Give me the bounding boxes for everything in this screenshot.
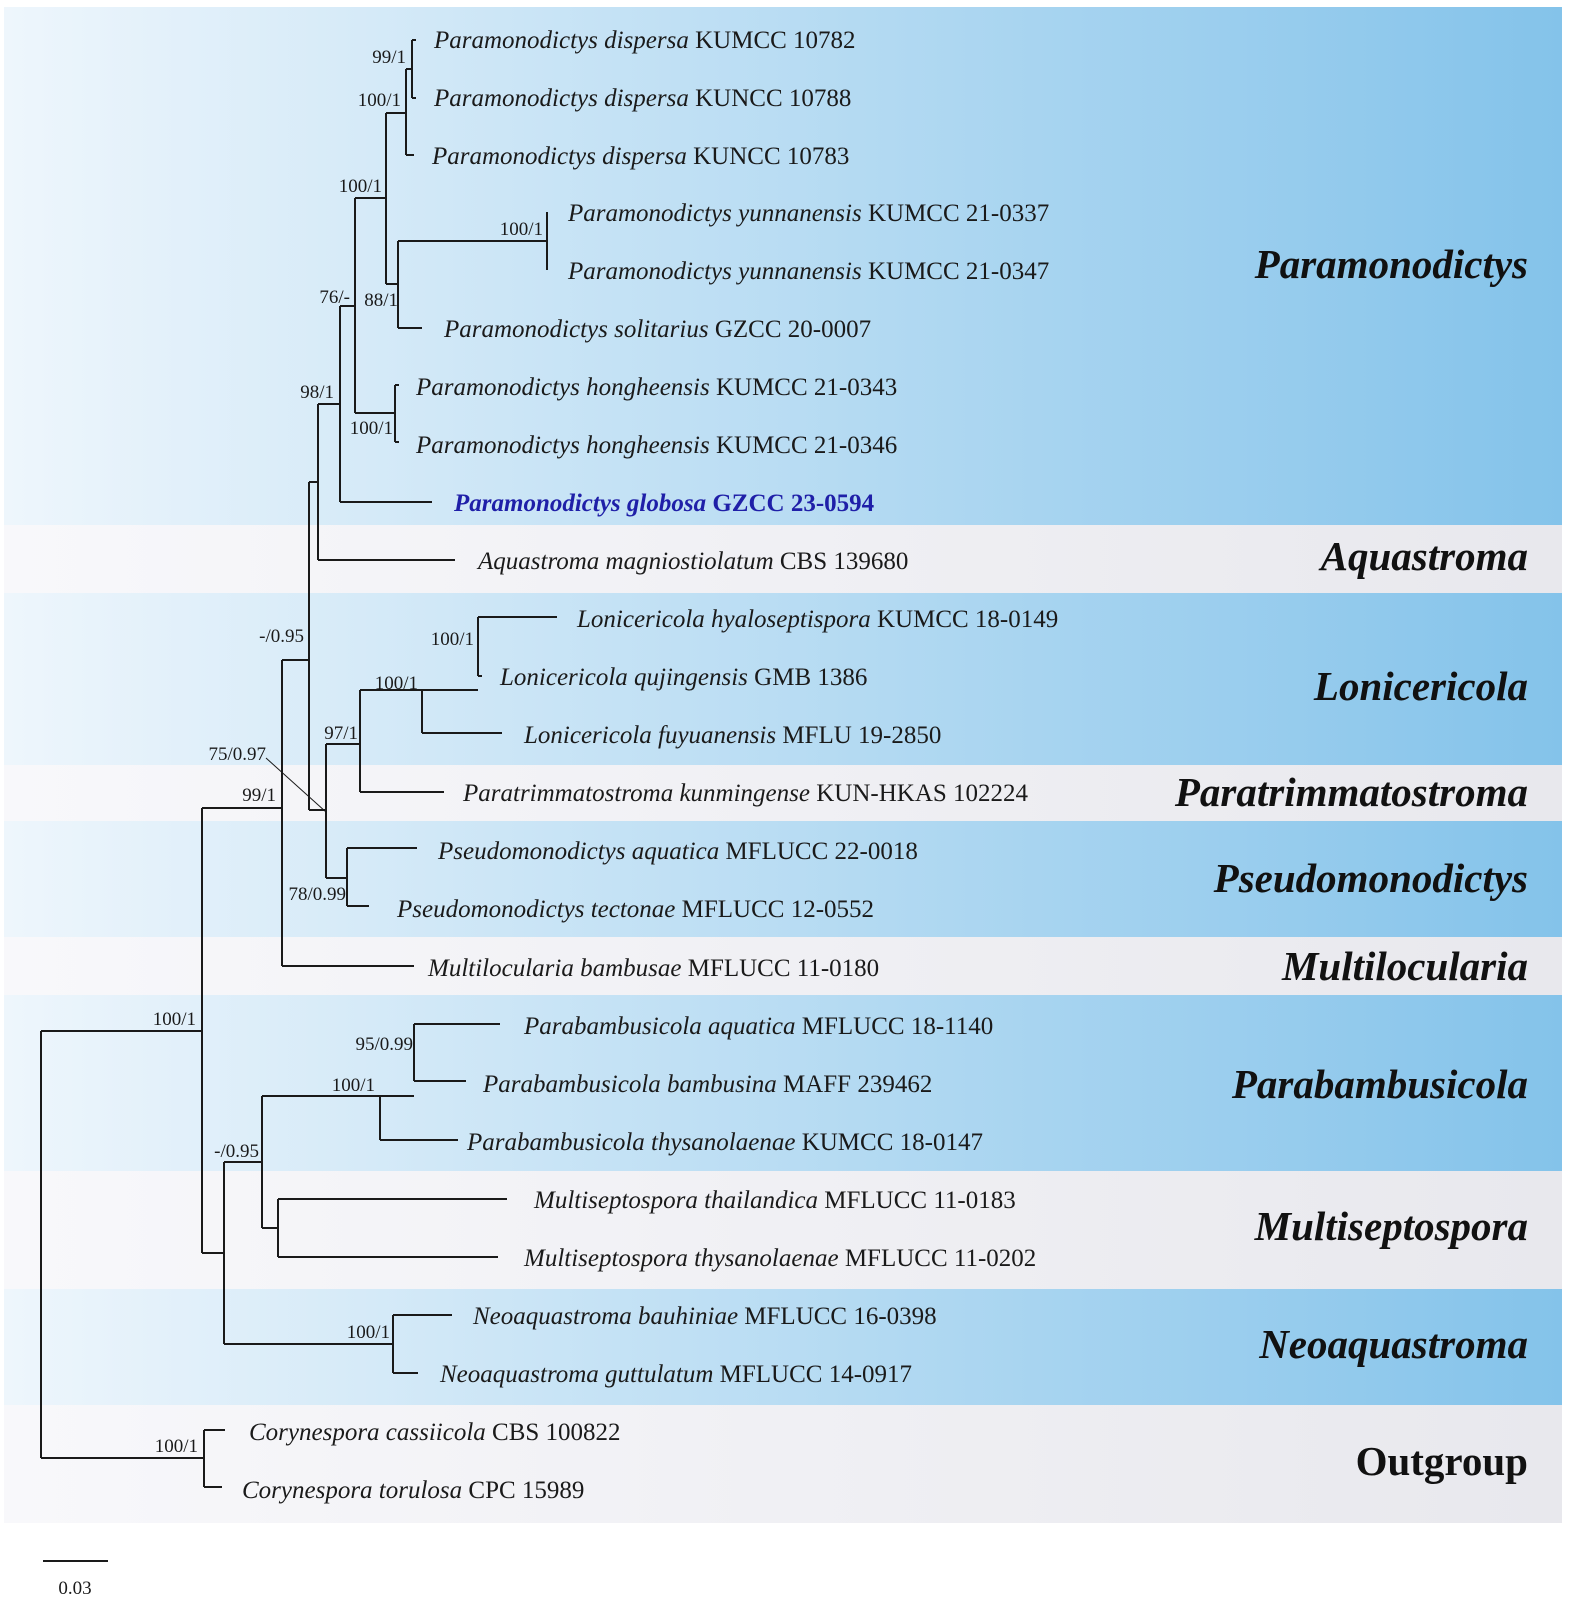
band-aquastroma [4,525,1562,593]
support-value: 98/1 [300,382,334,403]
band-pseudomonodictys [4,821,1562,937]
clade-label-aquastroma: Aquastroma [1318,533,1528,579]
band-paratrimmatostroma [4,765,1562,821]
taxon-label-highlighted: Paramonodictys globosa GZCC 23-0594 [453,490,875,517]
scale-bar-label: 0.03 [58,1578,91,1599]
support-value: 95/0.99 [355,1034,413,1055]
taxon-label: Pseudomonodictys tectonae MFLUCC 12-0552 [396,896,874,923]
taxon-label: Paramonodictys yunnanensis KUMCC 21-0347 [567,258,1049,285]
taxon-label: Paramonodictys yunnanensis KUMCC 21-0337 [567,200,1049,227]
support-value: 100/1 [347,1322,390,1343]
support-values: 99/1 100/1 100/1 100/1 76/- 88/1 98/1 10… [153,47,543,1457]
support-value: 100/1 [350,418,393,439]
band-outgroup [4,1405,1562,1523]
support-value: 100/1 [500,219,543,240]
taxon-label: Multiseptospora thailandica MFLUCC 11-01… [533,1187,1016,1214]
taxon-label: Paratrimmatostroma kunmingense KUN-HKAS … [462,780,1029,807]
taxon-label: Paramonodictys hongheensis KUMCC 21-0343 [415,374,897,401]
support-value: 100/1 [332,1075,375,1096]
clade-label-multiseptospora: Multiseptospora [1254,1203,1528,1249]
taxon-label: Lonicericola qujingensis GMB 1386 [499,664,867,691]
band-neoaquastroma [4,1289,1562,1405]
taxon-label: Multilocularia bambusae MFLUCC 11-0180 [427,955,879,982]
support-value: 100/1 [431,629,474,650]
support-value: -/0.95 [259,626,304,647]
taxon-label: Neoaquastroma bauhiniae MFLUCC 16-0398 [472,1303,937,1330]
taxon-labels: Paramonodictys dispersa KUMCC 10782 Para… [242,27,1058,1504]
scale-bar: 0.03 [43,1560,108,1599]
support-value: 100/1 [339,176,382,197]
band-lonicericola [4,593,1562,765]
taxon-label: Corynespora torulosa CPC 15989 [242,1477,584,1504]
support-value: 76/- [319,287,350,308]
band-multiseptospora [4,1171,1562,1289]
support-value: 100/1 [375,673,418,694]
taxon-label: Parabambusicola bambusina MAFF 239462 [482,1071,932,1098]
support-value: 100/1 [153,1009,196,1030]
support-value: 75/0.97 [208,744,266,765]
support-value: -/0.95 [214,1141,259,1162]
clade-labels: Paramonodictys Aquastroma Lonicericola P… [1174,241,1528,1484]
support-value: 99/1 [372,47,406,68]
taxon-label: Corynespora cassiicola CBS 100822 [249,1419,621,1446]
support-value: 100/1 [155,1436,198,1457]
taxon-label: Parabambusicola aquatica MFLUCC 18-1140 [523,1013,993,1040]
support-value: 78/0.99 [288,884,346,905]
support-leader-line [265,757,327,813]
clade-label-paramonodictys: Paramonodictys [1254,241,1528,287]
band-parabambusicola [4,995,1562,1171]
clade-label-parabambusicola: Parabambusicola [1231,1061,1528,1107]
support-value: 97/1 [324,723,358,744]
clade-label-lonicericola: Lonicericola [1313,663,1528,709]
support-value: 99/1 [242,785,276,806]
taxon-label: Lonicericola fuyuanensis MFLU 19-2850 [523,722,941,749]
clade-bands [4,7,1562,1523]
taxon-label: Aquastroma magniostiolatum CBS 139680 [476,548,908,575]
support-value: 88/1 [364,290,398,311]
tree-branches [40,39,557,1488]
taxon-label: Lonicericola hyaloseptispora KUMCC 18-01… [576,606,1058,633]
band-paramonodictys [4,7,1562,525]
clade-label-neoaquastroma: Neoaquastroma [1258,1321,1528,1367]
taxon-label: Paramonodictys dispersa KUNCC 10788 [433,85,851,112]
taxon-label: Neoaquastroma guttulatum MFLUCC 14-0917 [439,1361,912,1388]
taxon-label: Pseudomonodictys aquatica MFLUCC 22-0018 [437,838,918,865]
taxon-label: Paramonodictys dispersa KUMCC 10782 [433,27,856,54]
taxon-label: Paramonodictys solitarius GZCC 20-0007 [443,316,871,343]
taxon-label: Paramonodictys hongheensis KUMCC 21-0346 [415,432,897,459]
taxon-label: Multiseptospora thysanolaenae MFLUCC 11-… [523,1245,1036,1272]
clade-label-pseudomonodictys: Pseudomonodictys [1213,855,1528,901]
taxon-label: Parabambusicola thysanolaenae KUMCC 18-0… [466,1129,983,1156]
taxon-label: Paramonodictys dispersa KUNCC 10783 [431,143,849,170]
clade-label-outgroup: Outgroup [1356,1438,1528,1484]
clade-label-paratrimmatostroma: Paratrimmatostroma [1174,769,1528,815]
band-multilocularia [4,937,1562,995]
clade-label-multilocularia: Multilocularia [1281,943,1528,989]
support-value: 100/1 [358,90,401,111]
